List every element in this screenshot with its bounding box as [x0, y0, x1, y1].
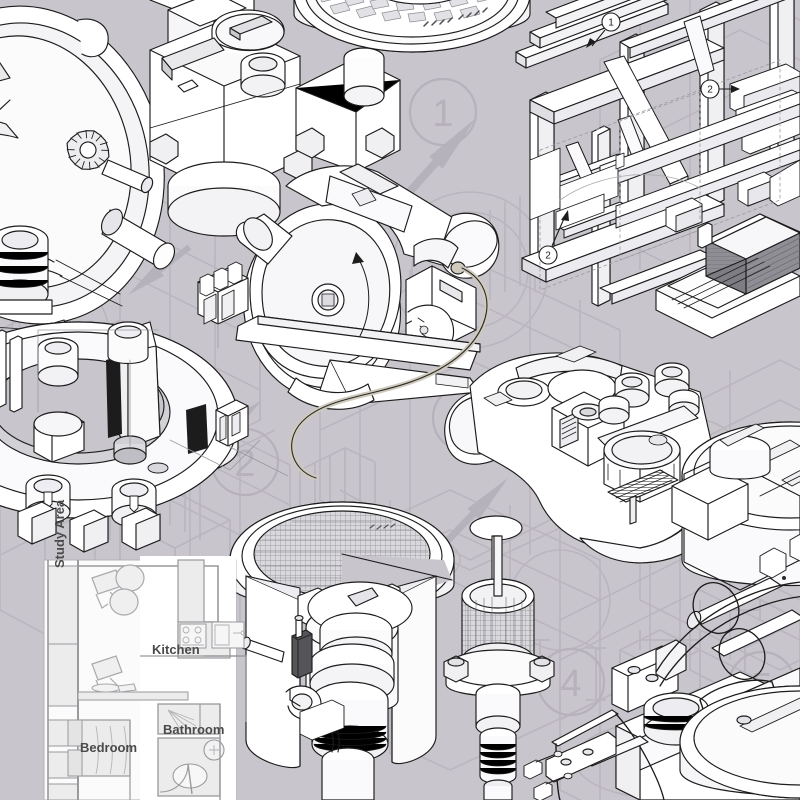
- game-controller: [444, 345, 732, 564]
- room-label-study-area: Study Area: [52, 499, 67, 568]
- finned-heat-sink: [655, 213, 800, 339]
- svg-text:2: 2: [707, 85, 713, 96]
- room-label-bedroom: Bedroom: [80, 740, 138, 755]
- small-canister-right: [709, 423, 771, 480]
- electrical-connector-block: [197, 261, 249, 349]
- svg-text:2: 2: [234, 443, 255, 485]
- svg-text:4: 4: [560, 663, 581, 705]
- turbine-housing-ring: [0, 321, 261, 553]
- power-cable: [289, 265, 490, 481]
- svg-text:1: 1: [608, 18, 614, 29]
- svg-text:1: 1: [432, 93, 453, 135]
- inline-fuel-filter: [443, 535, 555, 800]
- brake-drum-assembly: [0, 5, 176, 358]
- callout-numbers: 1 2 2: [545, 18, 713, 262]
- filter-vessel-cutaway: [229, 501, 455, 800]
- floor-plan: [43, 556, 247, 800]
- timber-wall-framing: [515, 0, 800, 307]
- cylinder-canister: [0, 225, 53, 315]
- manhole-cover: [293, 0, 531, 53]
- circular-saw: [235, 163, 500, 410]
- callout-layer: [538, 12, 740, 265]
- pinion-gear: [66, 129, 154, 194]
- room-label-kitchen: Kitchen: [152, 642, 200, 657]
- spring-clip-bracket: [215, 399, 289, 477]
- svg-text:2: 2: [545, 251, 551, 262]
- watermark-bubble-1: [408, 77, 478, 147]
- room-label-bathroom: Bathroom: [163, 722, 225, 737]
